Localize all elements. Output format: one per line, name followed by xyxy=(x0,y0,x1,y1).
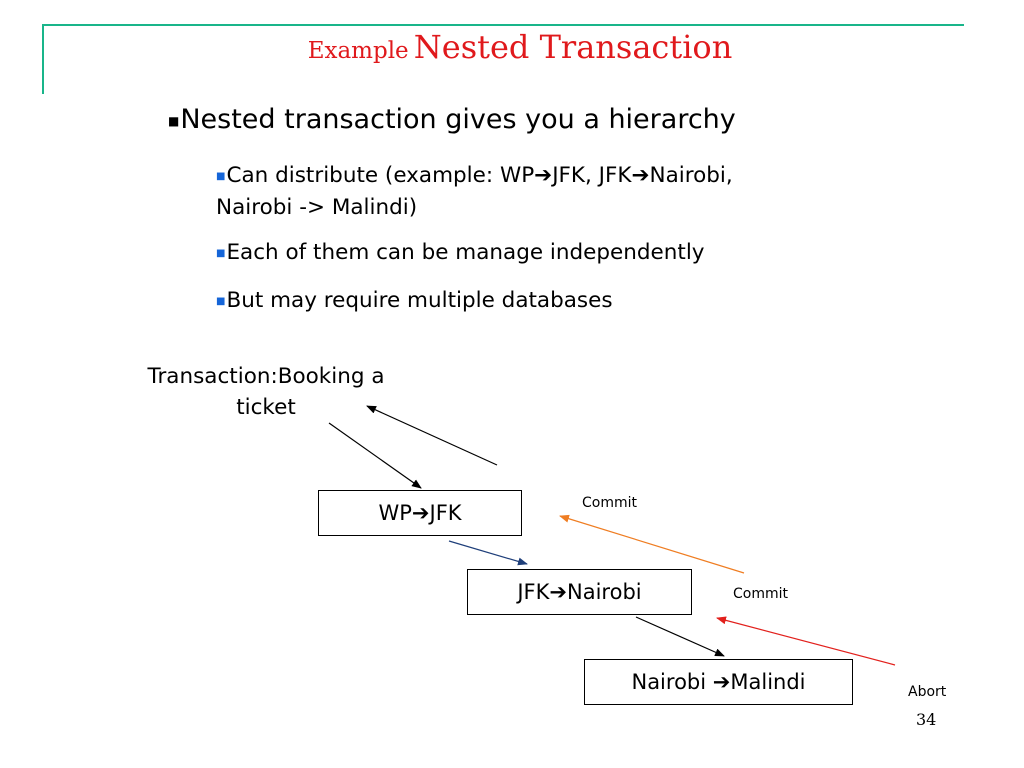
node-jfk-nairobi: JFK➔Nairobi xyxy=(467,569,692,615)
right-arrow-icon: ➔ xyxy=(411,501,430,525)
abort-label: Abort xyxy=(908,684,947,700)
right-arrow-icon: ➔ xyxy=(534,163,553,188)
arrow-abort-to-jfk-nairobi xyxy=(716,616,896,666)
slide-title: Example Nested Transaction xyxy=(0,28,1024,66)
sub-bullet-text: Nairobi -> Malindi) xyxy=(216,195,418,220)
node-text: WP xyxy=(378,501,412,525)
node-text: JFK xyxy=(517,580,550,604)
square-bullet-icon: ■ xyxy=(168,114,180,128)
node-text: Nairobi xyxy=(567,580,642,604)
node-wp-jfk: WP➔JFK xyxy=(318,490,522,536)
arrow-return-to-label xyxy=(366,405,498,466)
sub-bullet-text: Can distribute (example: WP xyxy=(226,163,535,188)
node-text: Malindi xyxy=(730,670,806,694)
frame-top-rule xyxy=(42,24,964,26)
sub-bullet-distribute: ■Can distribute (example: WP➔JFK, JFK➔Na… xyxy=(216,160,876,223)
page-number: 34 xyxy=(916,710,937,729)
bullet-main-text: Nested transaction gives you a hierarchy xyxy=(180,104,736,135)
transaction-label-line: ticket xyxy=(236,395,296,420)
right-arrow-icon: ➔ xyxy=(549,580,568,604)
sub-bullet-text: Each of them can be manage independently xyxy=(226,240,705,265)
right-arrow-icon: ➔ xyxy=(712,670,731,694)
commit-label-2: Commit xyxy=(733,586,788,602)
sub-bullet-independent: ■Each of them can be manage independentl… xyxy=(216,237,876,269)
sub-bullet-text: Nairobi, xyxy=(649,163,733,188)
arrow-wp-jfk-to-jfk-nairobi xyxy=(448,540,528,566)
sub-bullet-text: JFK, JFK xyxy=(552,163,632,188)
square-bullet-icon: ■ xyxy=(216,171,226,182)
frame-left-rule xyxy=(42,24,44,94)
transaction-label-line: Transaction:Booking a xyxy=(147,364,385,389)
title-main: Nested Transaction xyxy=(413,28,733,66)
node-nairobi-malindi: Nairobi ➔Malindi xyxy=(584,659,853,705)
sub-bullet-databases: ■But may require multiple databases xyxy=(216,285,876,317)
square-bullet-icon: ■ xyxy=(216,296,226,307)
sub-bullet-text: But may require multiple databases xyxy=(226,288,613,313)
transaction-label: Transaction:Booking a ticket xyxy=(118,361,414,423)
node-text: Nairobi xyxy=(631,670,713,694)
arrow-jfk-nairobi-to-nairobi-malindi xyxy=(635,616,725,657)
bullet-main: ■Nested transaction gives you a hierarch… xyxy=(168,104,736,135)
square-bullet-icon: ■ xyxy=(216,248,226,259)
title-prefix: Example xyxy=(307,38,409,64)
arrow-commit-to-wp-jfk xyxy=(559,514,745,574)
node-text: JFK xyxy=(429,501,462,525)
commit-label-1: Commit xyxy=(582,495,637,511)
arrow-label-to-wp-jfk xyxy=(328,422,422,489)
right-arrow-icon: ➔ xyxy=(631,163,650,188)
